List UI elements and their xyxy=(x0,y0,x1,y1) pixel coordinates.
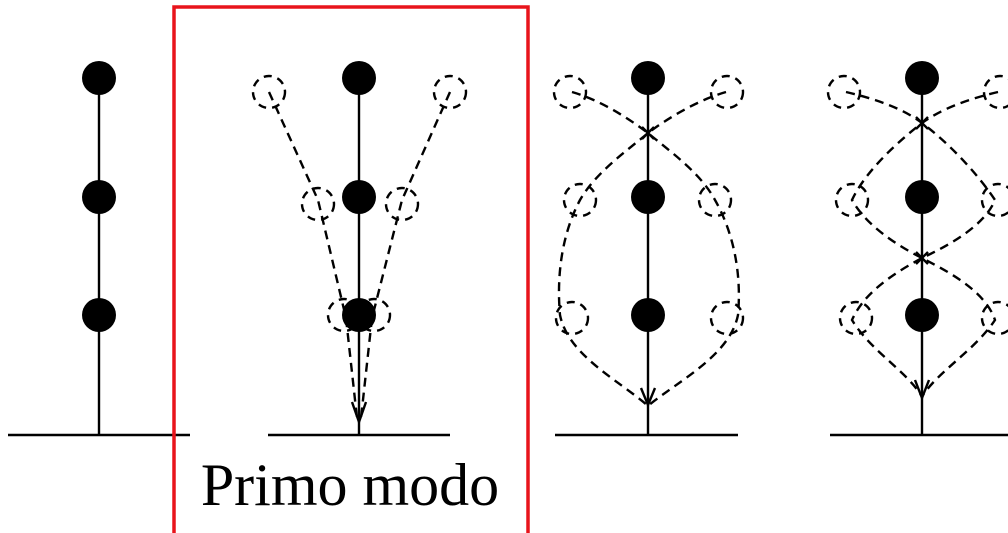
mode-shape-left xyxy=(845,90,997,396)
mass-middle xyxy=(82,180,116,214)
displaced-mass-middle-left xyxy=(300,186,336,222)
mass-middle xyxy=(631,180,665,214)
mass-top xyxy=(631,61,665,95)
displaced-mass-bottom-left xyxy=(554,300,590,336)
displaced-mass-top-left xyxy=(826,74,862,110)
displaced-mass-top-left xyxy=(552,74,588,110)
panel-second-mode xyxy=(552,61,745,437)
mass-middle xyxy=(342,180,376,214)
base-arrowhead xyxy=(913,379,931,402)
mass-top xyxy=(82,61,116,95)
first-mode-highlight-frame xyxy=(172,5,530,533)
panel-third-mode xyxy=(826,61,1008,437)
mode-shape-right xyxy=(850,90,999,396)
base-arrowhead xyxy=(639,387,657,409)
displaced-mass-middle-left xyxy=(834,182,870,218)
mode-shape-left xyxy=(571,90,741,406)
displaced-mass-middle-right xyxy=(980,182,1008,218)
displaced-mass-middle-right xyxy=(697,182,733,218)
node-cross-b xyxy=(641,126,655,140)
mass-bottom xyxy=(631,298,665,332)
displaced-mass-bottom-left xyxy=(838,300,874,336)
displaced-mass-top-left xyxy=(251,74,287,110)
node-cross-d xyxy=(915,251,929,265)
mode-shape-right xyxy=(359,91,452,419)
displaced-mass-bottom-right xyxy=(709,300,745,336)
displaced-mass-middle-right xyxy=(384,186,420,222)
displaced-mass-bottom-right xyxy=(980,300,1008,336)
mode-shape-right xyxy=(557,90,727,406)
mass-bottom xyxy=(905,298,939,332)
mass-bottom xyxy=(342,298,376,332)
displaced-mass-top-right xyxy=(982,74,1008,110)
mass-middle xyxy=(905,180,939,214)
mass-bottom xyxy=(82,298,116,332)
displaced-mass-top-right xyxy=(709,74,745,110)
displaced-mass-middle-left xyxy=(562,182,598,218)
caption-label: Primo modo xyxy=(201,452,499,518)
panel-at-rest xyxy=(8,61,190,437)
base-arrowhead xyxy=(350,401,368,426)
mode-shape-left xyxy=(267,91,359,419)
panel-first-mode xyxy=(251,61,468,437)
mass-top xyxy=(342,61,376,95)
displaced-mass-top-right xyxy=(432,74,468,110)
mass-top xyxy=(905,61,939,95)
node-cross-b xyxy=(915,116,929,130)
